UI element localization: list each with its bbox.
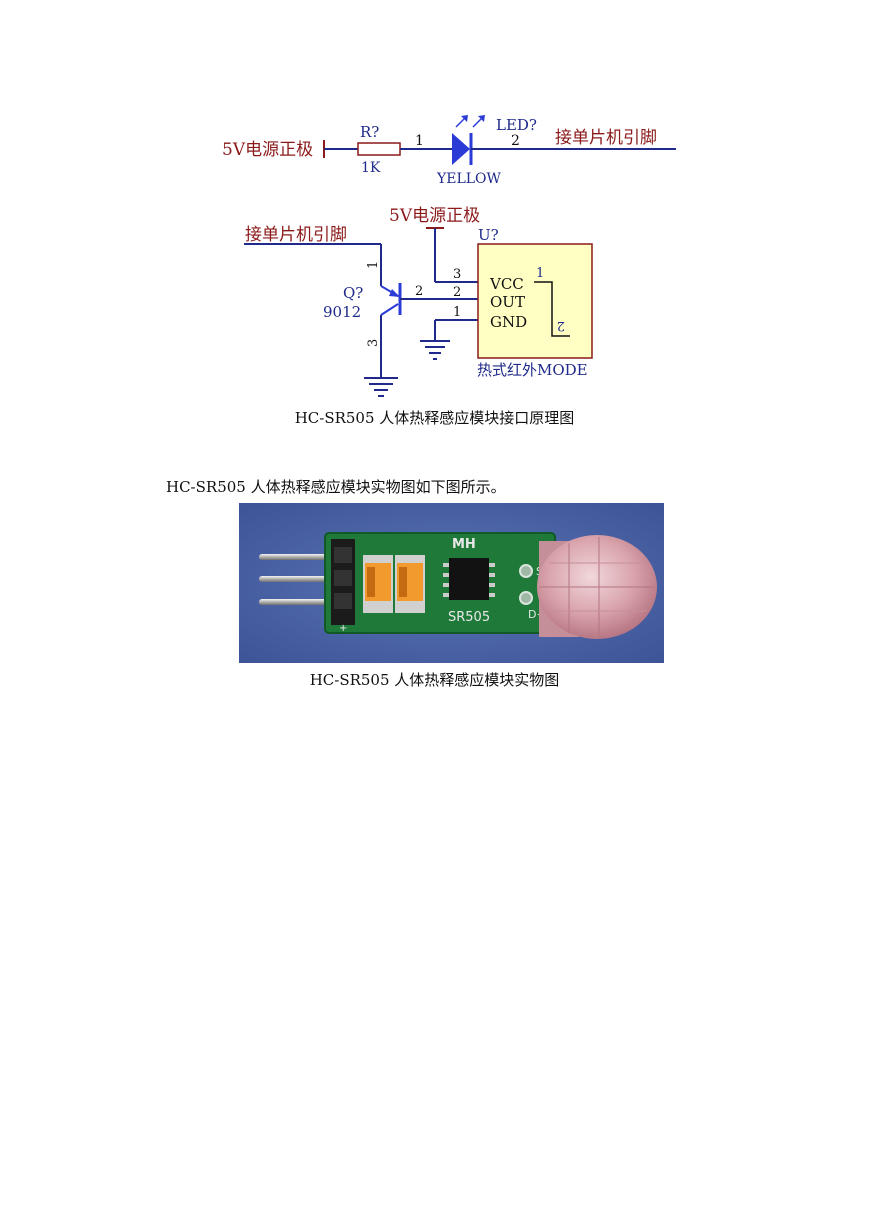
pcb-board	[325, 533, 555, 633]
header-pins	[259, 554, 335, 605]
module-inner-label-2: 2	[557, 318, 565, 333]
led-circuit: 5V电源正极 R? 1K 1 LED? 2 YELLOW 接单片机引脚	[222, 115, 676, 187]
transistor-symbol	[380, 283, 402, 316]
intro-paragraph: HC-SR505 人体热释感应模块实物图如下图所示。	[166, 478, 506, 496]
module-pin-1: 1	[453, 305, 461, 320]
ground-symbol-left	[364, 377, 398, 397]
gnd-label: GND	[490, 313, 527, 331]
resistor-symbol	[357, 142, 401, 156]
resistor-value: 1K	[361, 160, 381, 176]
capacitor-right	[395, 555, 425, 613]
transistor-part: 9012	[323, 303, 361, 321]
pad-plus-label: +	[339, 623, 347, 634]
sensor-power-label: 5V电源正极	[389, 206, 480, 226]
transistor-pin-2: 2	[415, 284, 423, 299]
module-name: 热式红外MODE	[477, 361, 588, 379]
sensor-mcu-pin-label: 接单片机引脚	[245, 225, 347, 245]
sensor-circuit: 接单片机引脚 5V电源正极 U? Q? 9012 1 2 3 3 2 1 VCC…	[244, 206, 593, 397]
schematic-diagram: 5V电源正极 R? 1K 1 LED? 2 YELLOW 接单片机引脚	[222, 115, 676, 397]
ground-symbol-right	[420, 340, 450, 360]
photo-caption: HC-SR505 人体热释感应模块实物图	[309, 671, 560, 689]
led-power-label: 5V电源正极	[222, 140, 313, 160]
resistor-ref: R?	[360, 123, 379, 141]
led-color-label: YELLOW	[436, 171, 502, 187]
capacitor-left	[363, 555, 393, 613]
board-model-label: SR505	[448, 610, 490, 625]
out-label: OUT	[490, 293, 525, 311]
fresnel-dome	[537, 535, 657, 639]
led-mcu-pin-label: 接单片机引脚	[555, 128, 657, 148]
module-pin-2: 2	[453, 285, 461, 300]
module-ref: U?	[478, 226, 499, 244]
led-pin-2: 2	[511, 133, 520, 149]
led-pin-1: 1	[415, 133, 424, 149]
transistor-pin-3: 3	[366, 339, 381, 347]
led-ref: LED?	[496, 116, 537, 134]
module-pin-3: 3	[453, 267, 461, 282]
ic-chip	[443, 558, 495, 600]
board-brand-label: MH	[452, 537, 476, 552]
led-symbol	[452, 133, 470, 165]
transistor-ref: Q?	[343, 284, 363, 302]
module-inner-label-1: 1	[536, 266, 544, 281]
transistor-pin-1: 1	[366, 261, 381, 269]
module-photo-drawing: MH SR505 S D+ +	[239, 503, 664, 663]
sensor-module-box	[477, 243, 593, 359]
module-photo: MH SR505 S D+ +	[239, 503, 664, 663]
vcc-label: VCC	[489, 275, 524, 293]
schematic-caption: HC-SR505 人体热释感应模块接口原理图	[294, 409, 575, 427]
